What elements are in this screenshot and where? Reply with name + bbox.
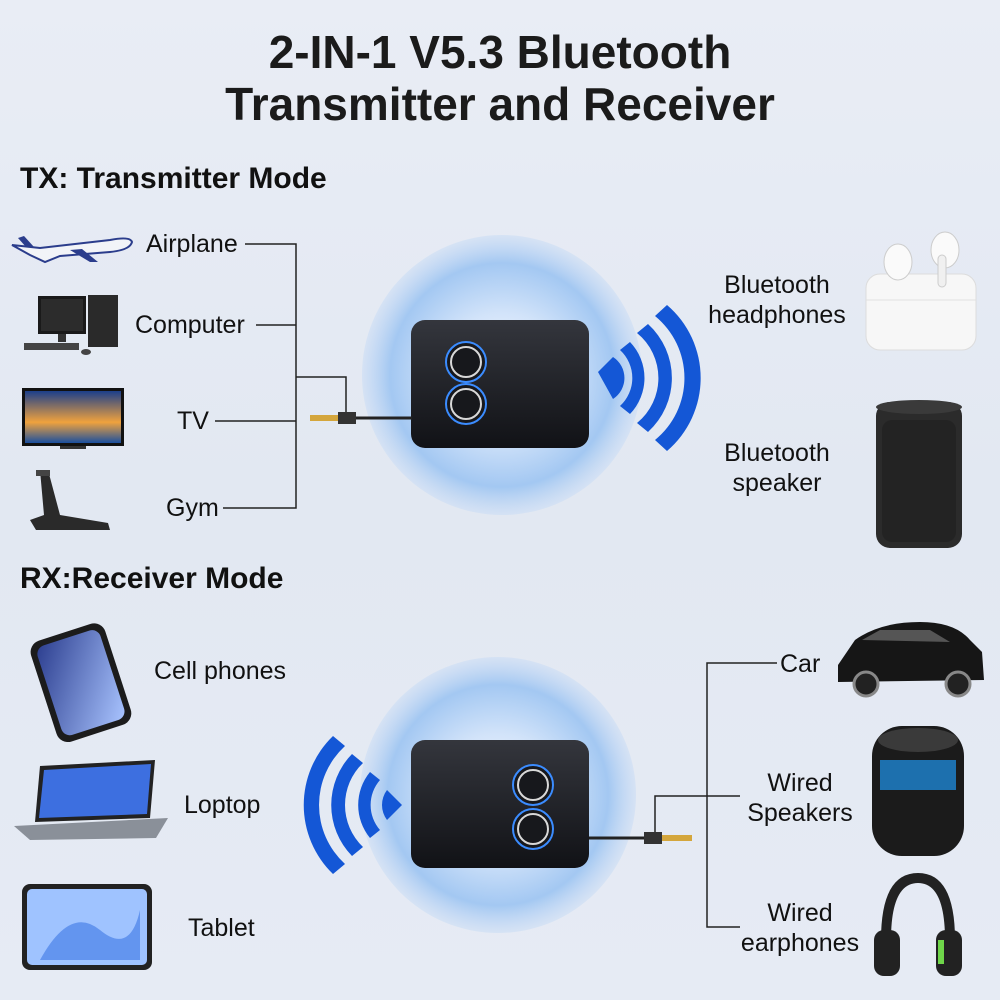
- tx-output-speaker-line2: speaker: [732, 469, 822, 497]
- title-line-2: Transmitter and Receiver: [225, 78, 775, 130]
- tx-output-headphones-line2: headphones: [708, 301, 846, 329]
- rx-signal-waves: [303, 736, 402, 874]
- cell-phone-icon: [30, 623, 132, 743]
- tx-output-speaker: Bluetooth speaker: [697, 438, 857, 498]
- rx-output-wired-earphones-line1: Wired: [767, 899, 833, 927]
- rx-output-car: Car: [780, 650, 821, 678]
- page-title: 2-IN-1 V5.3 Bluetooth Transmitter and Re…: [0, 26, 1000, 130]
- treadmill-icon: [30, 470, 110, 530]
- tx-output-headphones-line1: Bluetooth: [724, 271, 830, 299]
- laptop-icon: [14, 760, 168, 840]
- tx-source-gym: Gym: [166, 494, 219, 522]
- rx-output-wired-speakers-line2: Speakers: [747, 799, 853, 827]
- airpods-icon: [865, 231, 977, 351]
- rx-connector-lines: [654, 662, 777, 928]
- tx-source-airplane: Airplane: [146, 230, 238, 258]
- rx-source-cell-phones: Cell phones: [154, 657, 287, 685]
- wired-speaker-icon: [872, 726, 964, 856]
- tx-connector-lines: [215, 243, 347, 509]
- tx-heading: TX: Transmitter Mode: [20, 162, 327, 195]
- tx-source-computer: Computer: [135, 311, 245, 339]
- rx-output-wired-speakers-line1: Wired: [767, 769, 833, 797]
- car-icon: [838, 622, 984, 698]
- title-line-1: 2-IN-1 V5.3 Bluetooth: [268, 26, 732, 78]
- headphones-icon: [874, 872, 962, 976]
- tx-output-headphones: Bluetooth headphones: [697, 270, 857, 330]
- rx-heading: RX:Receiver Mode: [20, 562, 284, 595]
- rx-device: [411, 740, 692, 868]
- rx-output-wired-earphones-line2: earphones: [740, 929, 860, 957]
- airplane-icon: [11, 236, 134, 264]
- rx-source-laptop: Loptop: [184, 791, 261, 819]
- rx-output-wired-earphones: Wired earphones: [730, 898, 870, 958]
- rx-output-wired-speakers: Wired Speakers: [730, 768, 870, 828]
- tablet-icon: [22, 884, 152, 970]
- rx-source-tablet: Tablet: [188, 914, 255, 942]
- tx-source-tv: TV: [177, 407, 209, 435]
- tv-icon: [22, 388, 124, 449]
- tx-output-speaker-line1: Bluetooth: [724, 439, 830, 467]
- tx-device: [310, 320, 589, 448]
- computer-icon: [24, 295, 118, 355]
- smart-speaker-icon: [876, 400, 962, 548]
- tx-signal-waves: [598, 305, 701, 451]
